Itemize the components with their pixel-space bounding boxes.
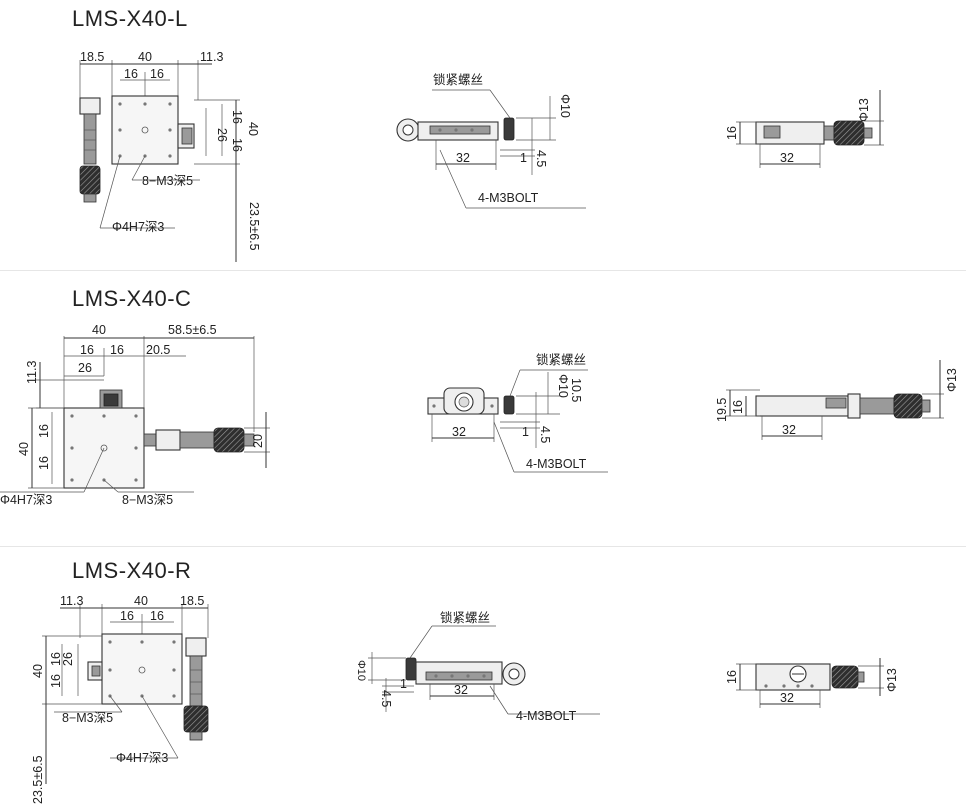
label-bolt: 4-M3BOLT	[526, 457, 587, 471]
dim-26: 26	[78, 361, 92, 375]
section-title: LMS-X40-L	[72, 6, 188, 31]
dim-phi13: Φ13	[885, 668, 899, 692]
dim-32: 32	[782, 423, 796, 437]
label-bolt: 4-M3BOLT	[516, 709, 577, 723]
dim-v40: 40	[17, 442, 31, 456]
dim-4-5: 4.5	[379, 690, 393, 707]
dim-v26: 26	[215, 128, 229, 142]
dim-pitch-1: 16	[80, 343, 94, 357]
dim-16: 16	[725, 670, 739, 684]
dim-v16a: 16	[230, 110, 244, 124]
mounting-holes	[70, 414, 138, 482]
top-view-drawing: 11.3 40 18.5 16 16 40 26 16 16 23.5±6.5 …	[31, 594, 209, 804]
section-lms-x40-l: LMS-X40-L	[0, 0, 966, 268]
top-view-drawing: 40 58.5±6.5 16 16 20.5 26 11.3 40 16 16 …	[0, 323, 270, 507]
dim-1: 1	[400, 677, 407, 691]
front-view-drawing: 锁紧螺丝 Φ10 1 4.5 32 4-M3BOLT	[355, 610, 600, 723]
dim-v40: 40	[31, 664, 45, 678]
side-view-drawing: Φ13 16 32	[725, 658, 899, 708]
dim-left: 18.5	[80, 50, 104, 64]
front-view-drawing: 锁紧螺丝 Φ10 32 1 4.5 4-M3BOLT	[396, 72, 586, 209]
label-tapped-holes: 8−M3深5	[142, 174, 193, 188]
side-view-drawing: Φ13 19.5 16 32	[715, 360, 959, 440]
dim-v40: 40	[246, 122, 260, 136]
label-bolt: 4-M3BOLT	[478, 191, 539, 205]
dim-10-5: 10.5	[569, 378, 583, 402]
dim-v26: 26	[61, 652, 75, 666]
section-lms-x40-c: LMS-X40-C	[0, 272, 966, 544]
dim-pitch-1: 16	[120, 609, 134, 623]
dim-width: 40	[138, 50, 152, 64]
dim-v16a: 16	[49, 652, 63, 666]
label-pin-hole: Φ4H7深3	[116, 751, 168, 765]
dim-32: 32	[452, 425, 466, 439]
dim-4-5: 4.5	[534, 150, 548, 167]
dim-phi13: Φ13	[857, 98, 871, 122]
dim-travel: 23.5±6.5	[247, 202, 261, 251]
dim-32: 32	[456, 151, 470, 165]
dim-right: 18.5	[180, 594, 204, 608]
label-lock-screw: 锁紧螺丝	[536, 352, 586, 367]
label-tapped-holes: 8−M3深5	[122, 493, 173, 507]
label-lock-screw: 锁紧螺丝	[433, 72, 483, 87]
dim-32: 32	[454, 683, 468, 697]
top-view-drawing: 18.5 40 11.3 16 16 26 16 16 40 23.5±6.5 …	[79, 50, 261, 262]
dim-width: 40	[92, 323, 106, 337]
dim-right: 11.3	[200, 50, 223, 64]
dim-11-3: 11.3	[25, 361, 39, 384]
dim-pitch-1: 16	[124, 67, 138, 81]
dim-phi13: Φ13	[945, 368, 959, 392]
dim-travel: 58.5±6.5	[168, 323, 217, 337]
dim-v16a: 16	[37, 424, 51, 438]
dim-4-5: 4.5	[538, 426, 552, 443]
dim-pitch-2: 16	[150, 67, 164, 81]
dim-pitch-2: 16	[150, 609, 164, 623]
dim-32: 32	[780, 691, 794, 705]
dim-16: 16	[725, 126, 739, 140]
dim-phi10: Φ10	[556, 374, 570, 398]
section-divider	[0, 546, 966, 547]
dim-pitch-2: 16	[110, 343, 124, 357]
dim-v16b: 16	[49, 674, 63, 688]
dim-1: 1	[520, 151, 527, 165]
side-view-drawing: Φ13 16 32	[725, 90, 884, 168]
label-pin-hole: Φ4H7深3	[0, 493, 52, 507]
dim-20-5: 20.5	[146, 343, 170, 357]
section-title: LMS-X40-R	[72, 558, 192, 583]
dim-1: 1	[522, 425, 529, 439]
section-divider	[0, 270, 966, 271]
section-title: LMS-X40-C	[72, 286, 192, 311]
label-pin-hole: Φ4H7深3	[112, 220, 164, 234]
dim-32: 32	[780, 151, 794, 165]
dim-width: 40	[134, 594, 148, 608]
front-view-drawing: 锁紧螺丝 10.5 Φ10 32 1 4.5 4-M3BOLT	[427, 352, 608, 473]
dim-v16b: 16	[230, 138, 244, 152]
section-lms-x40-r: LMS-X40-R	[0, 548, 966, 812]
dim-16: 16	[731, 400, 745, 414]
dim-v16b: 16	[37, 456, 51, 470]
label-tapped-holes: 8−M3深5	[62, 711, 113, 725]
dim-19-5: 19.5	[715, 398, 729, 422]
dim-travel: 23.5±6.5	[31, 755, 45, 804]
dim-phi10: Φ10	[558, 94, 572, 118]
dim-phi10: Φ10	[355, 660, 367, 681]
dim-left: 11.3	[60, 594, 83, 608]
dim-v20: 20	[251, 434, 265, 448]
label-lock-screw: 锁紧螺丝	[440, 610, 490, 625]
